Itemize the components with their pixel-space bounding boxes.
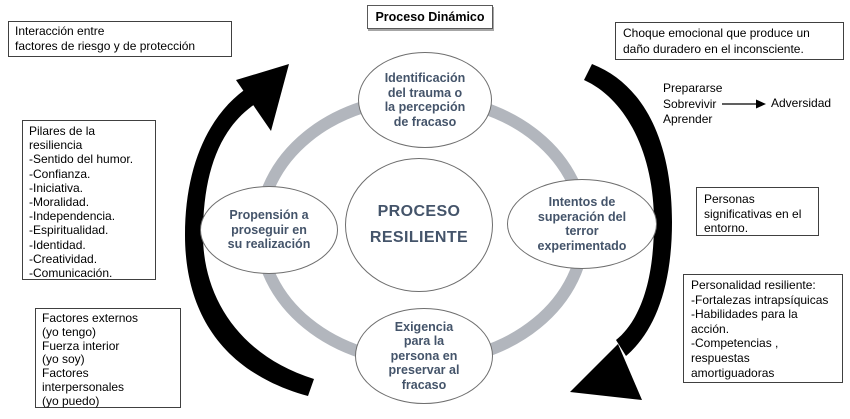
node-intentos: Intentos de superación del terror experi…	[507, 179, 657, 269]
node-proceso-resiliente-label: PROCESO RESILIENTE	[369, 203, 469, 246]
curved-arrow-right-body	[584, 64, 672, 356]
label-adversidad: Adversidad	[771, 96, 832, 110]
node-identificacion-label: Identificación del trauma o la percepció…	[384, 71, 466, 129]
node-exigencia: Exigencia para la persona en preservar a…	[355, 308, 493, 404]
page-title: Proceso Dinámico	[367, 5, 493, 29]
box-interaccion: Interacción entre factores de riesgo y d…	[8, 21, 232, 57]
node-proceso-resiliente: PROCESO RESILIENTE	[345, 158, 493, 292]
box-personalidad: Personalidad resiliente: -Fortalezas int…	[683, 274, 843, 383]
node-propension: Propensión a proseguir en su realización	[200, 186, 338, 274]
adversidad-arrow-head	[756, 99, 766, 109]
node-exigencia-label: Exigencia para la persona en preservar a…	[388, 319, 460, 392]
curved-arrow-left-body	[185, 86, 314, 396]
label-prepararse: Prepararse Sobrevivir Aprender	[663, 81, 723, 126]
node-identificacion: Identificación del trauma o la percepció…	[358, 52, 492, 148]
box-choque: Choque emocional que produce un daño dur…	[615, 22, 844, 60]
adversidad-arrow	[722, 99, 766, 109]
node-intentos-label: Intentos de superación del terror experi…	[537, 195, 627, 253]
box-factores: Factores externos (yo tengo) Fuerza inte…	[35, 308, 181, 408]
node-propension-label: Propensión a proseguir en su realización	[227, 208, 311, 252]
curved-arrow-left	[185, 64, 314, 396]
curved-arrow-left-head	[236, 64, 289, 131]
box-personas: Personas significativas en el entorno.	[696, 187, 819, 236]
curved-arrow-right-head	[570, 344, 642, 400]
box-pilares: Pilares de la resiliencia -Sentido del h…	[22, 120, 156, 280]
curved-arrow-right	[570, 64, 672, 400]
